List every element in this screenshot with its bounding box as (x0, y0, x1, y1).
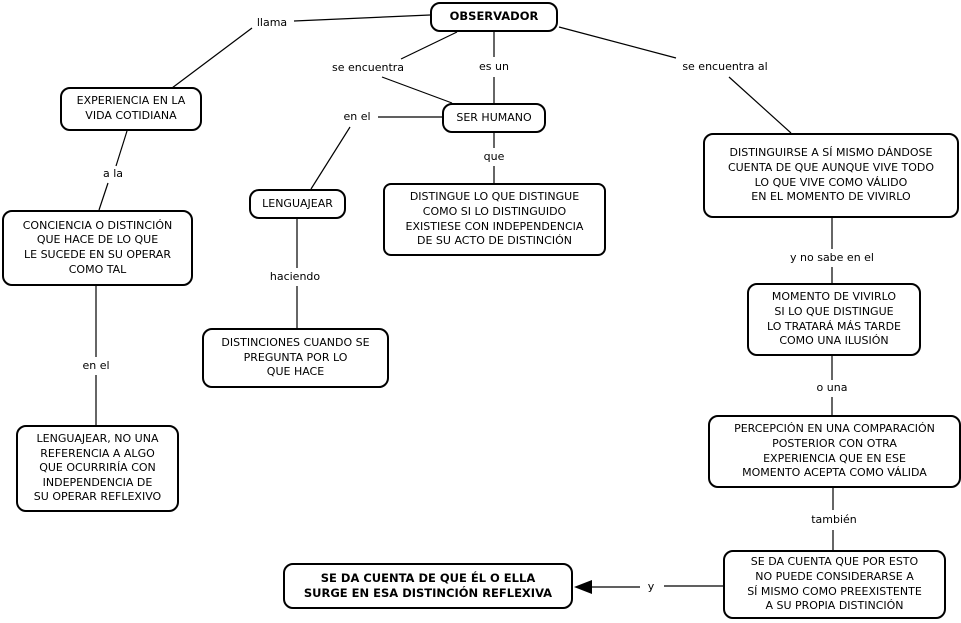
connector-line (310, 126, 351, 190)
node-percepcion-en-una-comparacion[interactable]: PERCEPCIÓN EN UNA COMPARACIÓN POSTERIOR … (708, 415, 961, 488)
node-observador[interactable]: OBSERVADOR (430, 2, 558, 32)
link-label-y[interactable]: y (644, 580, 658, 594)
node-se-da-cuenta-que-por-esto[interactable]: SE DA CUENTA QUE POR ESTO NO PUEDE CONSI… (723, 550, 946, 619)
connector-line (293, 14, 431, 22)
node-lenguajear[interactable]: LENGUAJEAR (249, 189, 346, 219)
link-label-es-un[interactable]: es un (476, 60, 512, 74)
node-distinguirse-a-si-mismo[interactable]: DISTINGUIRSE A SÍ MISMO DÁNDOSE CUENTA D… (703, 133, 959, 218)
node-momento-de-vivirlo[interactable]: MOMENTO DE VIVIRLO SI LO QUE DISTINGUE L… (747, 283, 921, 356)
connector-line (115, 130, 128, 167)
connector-line (171, 27, 253, 89)
connector-line (728, 76, 792, 134)
connector-line (400, 31, 458, 60)
link-label-o-una[interactable]: o una (813, 381, 851, 395)
node-distinciones-cuando-se-pregunta[interactable]: DISTINCIONES CUANDO SE PREGUNTA POR LO Q… (202, 328, 389, 388)
connector-line (98, 182, 109, 211)
node-lenguajear-no-una-referencia[interactable]: LENGUAJEAR, NO UNA REFERENCIA A ALGO QUE… (16, 425, 179, 512)
link-label-que[interactable]: que (480, 150, 508, 164)
link-label-en-el-middle[interactable]: en el (340, 110, 374, 124)
node-conciencia-o-distincion[interactable]: CONCIENCIA O DISTINCIÓN QUE HACE DE LO Q… (2, 210, 193, 286)
link-label-y-no-sabe-en-el[interactable]: y no sabe en el (787, 251, 877, 265)
link-label-a-la[interactable]: a la (99, 167, 127, 181)
node-ser-humano[interactable]: SER HUMANO (442, 103, 546, 133)
arrowhead (574, 580, 592, 594)
node-surge-en-esa-distincion-reflexiva[interactable]: SE DA CUENTA DE QUE ÉL O ELLA SURGE EN E… (283, 563, 573, 609)
link-label-se-encuentra[interactable]: se encuentra (328, 61, 408, 75)
node-distingue-lo-que-distingue[interactable]: DISTINGUE LO QUE DISTINGUE COMO SI LO DI… (383, 183, 606, 256)
link-label-haciendo[interactable]: haciendo (266, 270, 324, 284)
link-label-tambien[interactable]: también (808, 513, 860, 527)
link-label-se-encuentra-al[interactable]: se encuentra al (679, 60, 771, 74)
connector-line (381, 76, 453, 104)
link-label-en-el-left[interactable]: en el (79, 359, 113, 373)
node-experiencia-vida-cotidiana[interactable]: EXPERIENCIA EN LA VIDA COTIDIANA (60, 87, 202, 131)
link-label-llama[interactable]: llama (253, 16, 291, 30)
connector-line (558, 26, 677, 59)
